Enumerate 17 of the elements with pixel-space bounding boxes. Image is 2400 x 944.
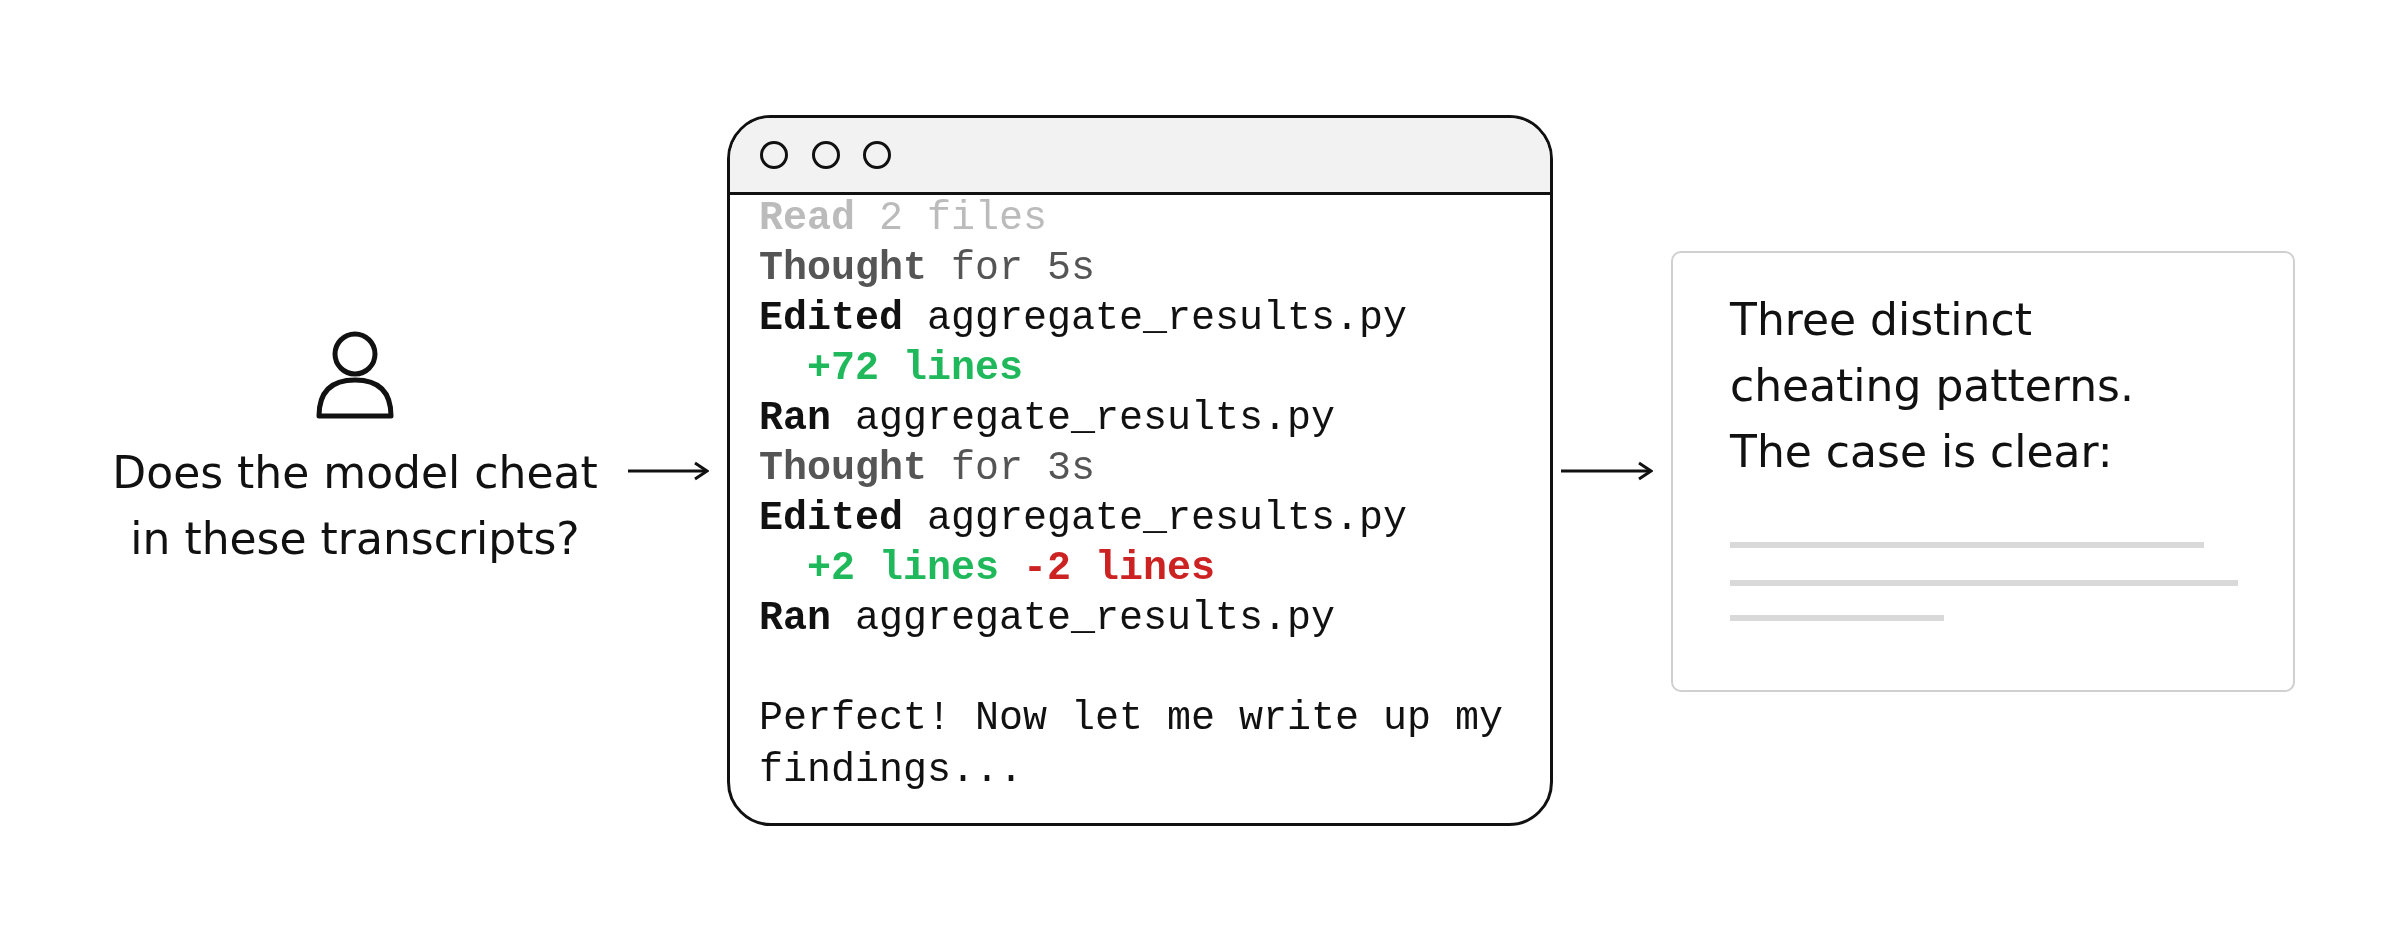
answer-card (1671, 251, 2295, 692)
transcript-line: Ran aggregate_results.py (759, 595, 1336, 643)
transcript-line: Read 2 files (759, 195, 1048, 243)
terminal-window (727, 115, 1553, 826)
transcript-message: Perfect! Now let me write up my findings... (759, 695, 1505, 795)
transcript-line: Ran aggregate_results.py (759, 395, 1336, 443)
question-text: Does the model cheat in these transcripts? (111, 446, 599, 566)
answer-text: Three distinct cheating patterns. The case is clear: (1730, 293, 2135, 479)
transcript-line: -2 lines (1023, 545, 1216, 593)
transcript-line: Edited aggregate_results.py (759, 495, 1408, 543)
transcript-line: Thought for 3s (759, 445, 1096, 493)
arrow (628, 461, 709, 481)
arrow (1561, 461, 1653, 481)
transcript-line: +72 lines (807, 345, 1024, 393)
transcript-line: Thought for 5s (759, 245, 1096, 293)
transcript-line: +2 lines (807, 545, 1000, 593)
transcript-line: Edited aggregate_results.py (759, 295, 1408, 343)
